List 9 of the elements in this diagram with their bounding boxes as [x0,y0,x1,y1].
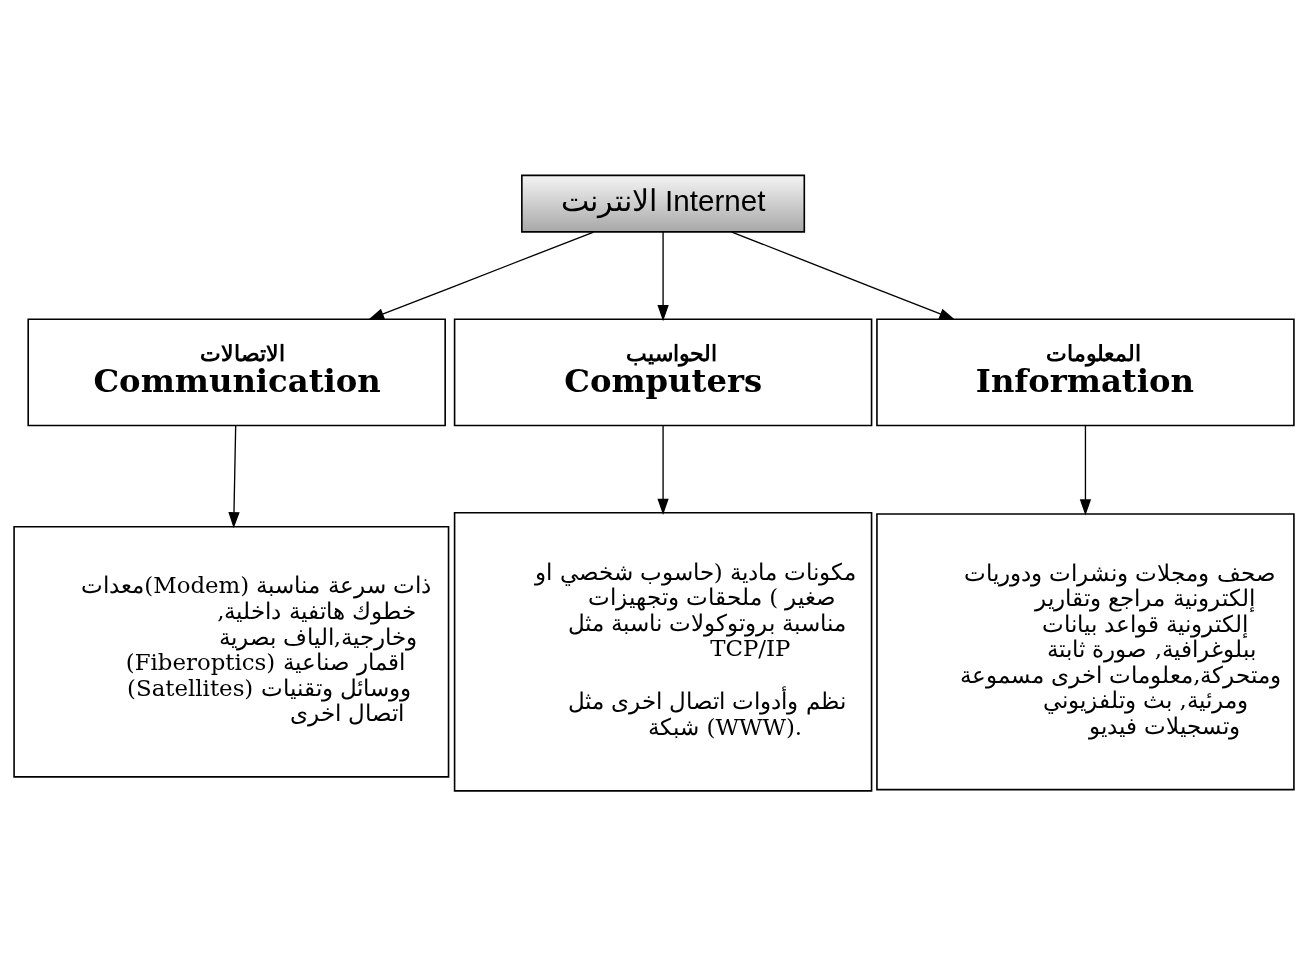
arrow [367,230,595,320]
arrow [731,230,956,320]
node-box: معدات(Modem) ذات سرعة مناسبة ,خطوك هاتفية داخلية وخارجية,الياف بصرية (Fiberoptics) اقمار صناعية (Satellites) ووسائل وتقنيات اتصال اخرى [13,525,450,778]
node-box: صحف ومجلات ونشرات ودوريات إلكترونية مراجع وتقارير إلكترونية قواعد بيانات ببلوغرافية, صورة ثابتة ومتحركة,معلومات اخرى مسموعة ومرئية, بث وتلفزيوني وتسجيلات فيديو [876,512,1295,790]
arrow [228,424,240,528]
arrow [657,230,669,321]
arrow [657,424,669,515]
node-box: الانترنت Internet [521,174,806,233]
arrow [1079,424,1092,515]
